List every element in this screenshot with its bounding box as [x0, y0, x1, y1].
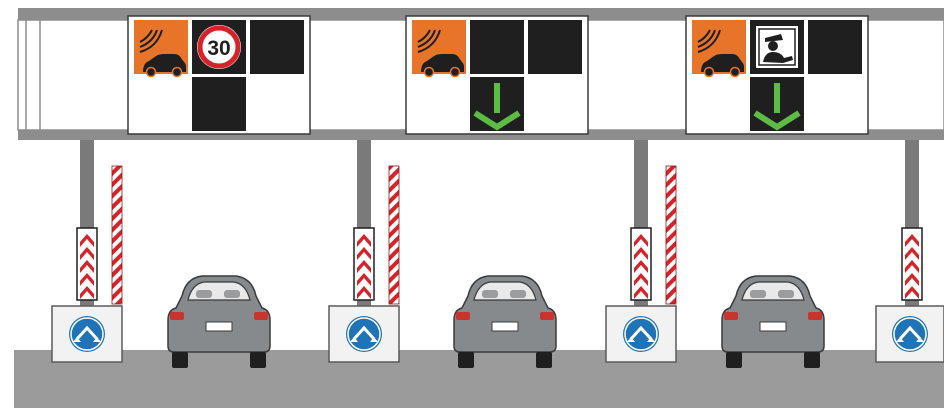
road	[14, 350, 944, 408]
chevron-marker	[76, 227, 98, 301]
blank-panel	[470, 20, 524, 74]
keep-either-side-sign	[50, 304, 124, 364]
toll-transponder-icon	[411, 19, 467, 78]
chevron-marker	[630, 227, 652, 301]
speed-limit-sign: 30	[192, 20, 246, 74]
chevron-marker	[353, 227, 375, 301]
lane-3-sign-panel	[685, 15, 869, 135]
blank-panel	[192, 77, 246, 131]
striped-pole	[388, 165, 400, 305]
green-down-arrow-icon	[750, 77, 804, 131]
striped-pole	[665, 165, 677, 305]
green-down-arrow-icon	[470, 77, 524, 131]
blank-panel	[250, 20, 304, 74]
striped-pole	[111, 165, 123, 305]
toll-transponder-icon	[133, 19, 189, 78]
keep-either-side-sign	[327, 304, 401, 364]
speed-limit-value: 30	[207, 37, 230, 60]
blank-panel	[528, 20, 582, 74]
lane-1-sign-panel: 30	[127, 15, 311, 135]
lane-2-sign-panel	[405, 15, 589, 135]
blank-panel	[808, 20, 862, 74]
keep-either-side-sign	[604, 304, 678, 364]
chevron-marker	[901, 227, 923, 301]
toll-transponder-icon	[691, 19, 747, 78]
toll-attendant-icon	[750, 20, 804, 74]
